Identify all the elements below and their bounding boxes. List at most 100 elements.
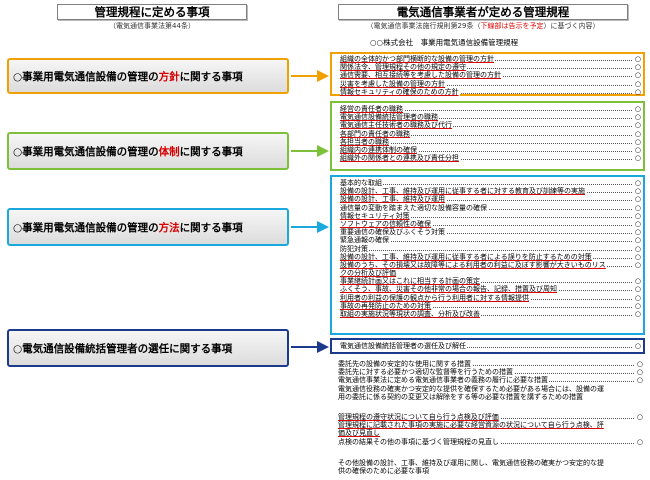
list-item-text: 点検の結果その他の事項に基づく管理規程の見直し (338, 437, 500, 446)
list-item-text: 事業継続計画又はこれに相当する計画の策定 (340, 277, 481, 286)
list-item: 電気通信役務の確実かつ安定的な提供を確保するため必要がある場合には、設備の運 (330, 384, 645, 393)
list-item: 設備の設計、工事、維持及び運用に従事する者による誤りを防止するための対策 (332, 252, 643, 261)
list-item: 組織外の関係者との連携及び責任分担 (332, 154, 643, 162)
selection-item-box: 電気通信設備統括管理者の選任及び解任 (330, 338, 645, 354)
left-box-system-pre: ○事業用電気通信設備の管理の (13, 145, 159, 158)
list-item: 取組の実施状況等現状の調査、分析及び改善 (332, 310, 643, 318)
list-item-text: 組織の全体的かつ部門横断的な設備の管理の方針 (340, 55, 495, 63)
extra-items-group-2: 管理規程の遵守状況について自ら行う点検及び評価管理規程に記載された事項の実施に必… (330, 413, 645, 449)
list-item-text: 各担当者の職務 (340, 137, 390, 146)
company-title: ○○株式会社 事業用電気通信設備管理規程 (370, 38, 519, 47)
list-item: 委託先に対する必要かつ適切な監督等を行うための措置 (330, 368, 645, 376)
left-box-policy-em: 方針 (158, 70, 180, 83)
list-item-text: 設備の設計、工事、維持及び運用に従事する者による誤りを防止するための対策 (340, 252, 593, 261)
list-item-text: 関係法令、管理規程その他の規定の遵守 (340, 63, 467, 72)
list-item: 関係法令、管理規程その他の規定の遵守 (332, 63, 643, 71)
left-box-selection-pre: ○電気通信設備統括管理者の選任に関する事項 (13, 342, 233, 355)
list-item-text: 情報セキュリティの確保のための方針 (340, 87, 460, 96)
list-item-text: 組織内の連携体制の確保 (340, 145, 418, 154)
list-item: 点検の結果その他の事項に基づく管理規程の見直し (330, 437, 645, 446)
list-item: 利用者の利益の保護の観点から行う利用者に対する情報提供 (332, 293, 643, 302)
list-item: 事故の再発防止のための対策 (332, 301, 643, 310)
list-item-text: 供の確保のために必要な事項 (338, 467, 430, 476)
list-item: 事業継続計画又はこれに相当する計画の策定 (332, 277, 643, 285)
list-item: 防犯対策 (332, 244, 643, 253)
left-box-system-post: に関する事項 (179, 145, 243, 158)
list-item: 経営の責任者の職務 (332, 105, 643, 113)
list-item-text: 取組の実施状況等現状の調査、分析及び改善 (340, 310, 481, 318)
list-item-text: 緊急通報の確保 (340, 236, 390, 245)
policy-items-box: 組織の全体的かつ部門横断的な設備の管理の方針関係法令、管理規程その他の規定の遵守… (330, 52, 645, 96)
list-item: 電気通信設備統括管理者の選任及び解任 (332, 342, 643, 350)
left-box-method: ○事業用電気通信設備の管理の方法に関する事項 (7, 208, 289, 246)
list-item-text: 委託先に対する必要かつ適切な監督等を行うための措置 (338, 368, 514, 377)
list-item-text: 電気通信設備統括管理者の選任及び解任 (340, 342, 467, 350)
list-item: 基本的な取組 (332, 179, 643, 187)
left-box-system: ○事業用電気通信設備の管理の体制に関する事項 (7, 132, 289, 170)
list-item-text: その他設備の設計、工事、維持及び運用に関し、電気通信役務の確実かつ安定的な提 (338, 459, 605, 467)
left-header: 管理規程に定める事項 （電気通信事業法第44条） (57, 4, 247, 31)
list-item-text: 管理規程に記載された事項の実施に必要な経営資源の状況について自ら行う点検、評 (338, 421, 605, 430)
list-item-text: 電気通信役務の確実かつ安定的な提供を確保するため必要がある場合には、設備の運 (338, 384, 605, 393)
list-item-text: 設備の設計、工事、維持及び運用に従事する者に対する教育及び訓練等の実施 (340, 187, 586, 196)
method-items-box: 基本的な取組設備の設計、工事、維持及び運用に従事する者に対する教育及び訓練等の実… (330, 175, 645, 335)
list-item-text: 利用者の利益の保護の観点から行う利用者に対する情報提供 (340, 293, 530, 302)
list-item: 価及び見直し (330, 429, 645, 438)
list-item: 管理規程に記載された事項の実施に必要な経営資源の状況について自ら行う点検、評 (330, 421, 645, 430)
list-item-text: 価及び見直し (338, 429, 381, 438)
left-box-policy: ○事業用電気通信設備の管理の方針に関する事項 (7, 58, 289, 94)
right-header-sub-red: 下線部は告示を予定 (480, 22, 544, 30)
left-box-method-post: に関する事項 (179, 221, 243, 234)
list-item-text: 電気通信設備統括管理者の職務 (340, 113, 439, 122)
list-item-text: 管理規程の遵守状況について自ら行う点検及び評価 (338, 413, 500, 421)
list-item: 用の委託に係る契約の変更又は解除をする等の必要な措置を講ずるための措置 (330, 392, 645, 401)
left-box-policy-post: に関する事項 (179, 70, 243, 83)
list-item: ソフトウェアの信頼性の確保 (332, 219, 643, 228)
list-item: 電気通信主任技術者の職務及び代行 (332, 121, 643, 130)
list-item: 各担当者の職務 (332, 137, 643, 146)
list-item: 供の確保のために必要な事項 (330, 467, 645, 476)
list-item-text: 設備のうち、その損壊又は故障等による利用者の利益に及ぼす影響が大きいものリス (340, 260, 607, 269)
list-item: 各部門の責任者の職務 (332, 129, 643, 138)
left-box-system-em: 体制 (158, 145, 180, 158)
right-header-sub-pre: （電気通信事業法施行規則第29条（ (366, 22, 481, 30)
list-item: 設備のうち、その損壊又は故障等による利用者の利益に及ぼす影響が大きいものリス (332, 260, 643, 269)
list-item-text: 委託先の設備の安定的な使用に関する措置 (338, 360, 472, 368)
list-item-text: ふくそう、事故、災害その他非常の場合の報告、記録、措置及び周知 (340, 285, 558, 294)
list-item-text: 防犯対策 (340, 244, 369, 253)
list-item-text: 通信需要、相互接続等を考慮した設備の管理の方針 (340, 71, 502, 80)
extra-items-group-3: その他設備の設計、工事、維持及び運用に関し、電気通信役務の確実かつ安定的な提供の… (330, 459, 645, 479)
list-item: 災害を考慮した設備の管理の方針 (332, 79, 643, 88)
list-item-text: 事故の再発防止のための対策 (340, 301, 432, 310)
list-item: 通信量の変動を踏まえた適切な設備容量の確保 (332, 203, 643, 212)
list-item: 電気通信設備統括管理者の職務 (332, 113, 643, 121)
system-items-box: 経営の責任者の職務電気通信設備統括管理者の職務電気通信主任技術者の職務及び代行各… (330, 101, 645, 171)
list-item-text: 基本的な取組 (340, 179, 383, 187)
list-item: 組織の全体的かつ部門横断的な設備の管理の方針 (332, 55, 643, 63)
list-item: 情報セキュリティ対策 (332, 211, 643, 220)
list-item: クの分析及び評価 (332, 269, 643, 278)
list-item: 電気通信事業法に定める電気通信事業者の義務の履行に必要な措置 (330, 376, 645, 385)
right-header-sub: （電気通信事業法施行規則第29条（下線部は告示を予定）に基づく内容） (338, 21, 628, 31)
left-header-title: 管理規程に定める事項 (57, 4, 247, 20)
list-item: 組織内の連携体制の確保 (332, 145, 643, 154)
list-item: 設備の設計、工事、維持及び運用 (332, 195, 643, 204)
list-item: 重要通信の確保及びふくそう対策 (332, 228, 643, 236)
list-item-text: 通信量の変動を踏まえた適切な設備容量の確保 (340, 203, 488, 212)
right-header: 電気通信事業者が定める管理規程 （電気通信事業法施行規則第29条（下線部は告示を… (338, 4, 628, 31)
extra-items-group-1: 委託先の設備の安定的な使用に関する措置委託先に対する必要かつ適切な監督等を行うた… (330, 360, 645, 404)
list-item: 委託先の設備の安定的な使用に関する措置 (330, 360, 645, 368)
list-item: ふくそう、事故、災害その他非常の場合の報告、記録、措置及び周知 (332, 285, 643, 294)
list-item: 管理規程の遵守状況について自ら行う点検及び評価 (330, 413, 645, 421)
left-box-method-em: 方法 (158, 221, 180, 234)
list-item-text: 電気通信事業法に定める電気通信事業者の義務の履行に必要な措置 (338, 376, 549, 385)
right-header-sub-post: ）に基づく内容） (543, 22, 600, 30)
list-item-text: 設備の設計、工事、維持及び運用 (340, 195, 446, 204)
list-item: 情報セキュリティの確保のための方針 (332, 87, 643, 96)
list-item: 通信需要、相互接続等を考慮した設備の管理の方針 (332, 71, 643, 80)
list-item-text: 電気通信主任技術者の職務及び代行 (340, 121, 453, 130)
left-header-sub: （電気通信事業法第44条） (109, 22, 195, 30)
list-item: 緊急通報の確保 (332, 236, 643, 245)
list-item-text: 用の委託に係る契約の変更又は解除をする等の必要な措置を講ずるための措置 (338, 392, 584, 401)
list-item-text: 組織外の関係者との連携及び責任分担 (340, 154, 460, 163)
